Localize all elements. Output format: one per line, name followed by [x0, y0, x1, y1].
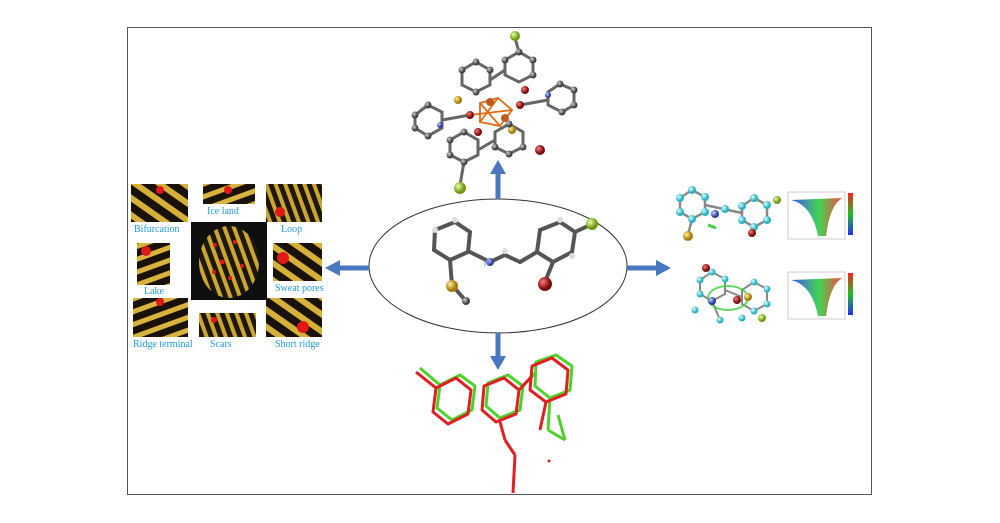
arrow-left-icon	[325, 260, 369, 276]
crystal-structure	[411, 31, 578, 194]
arrow-down-icon	[490, 333, 506, 370]
fingerprint-collage	[131, 184, 322, 337]
nitrogen-label: N	[484, 259, 490, 268]
hirshfeld-molecule-top	[676, 186, 781, 241]
hirshfeld-molecule-bottom	[691, 264, 771, 324]
fp-short-ridge	[266, 298, 322, 337]
structure-overlay	[415, 353, 574, 494]
label-short-ridge: Short ridge	[275, 339, 320, 350]
label-sweat-pores: Sweat pores	[275, 283, 324, 294]
label-loop: Loop	[281, 224, 303, 235]
arrow-right-icon	[627, 260, 671, 276]
fp-scars	[199, 313, 256, 337]
central-atoms	[432, 217, 598, 305]
fp-loop	[266, 184, 322, 222]
label-ice-land: Ice land	[207, 206, 239, 217]
label-bifurcation: Bifurcation	[134, 224, 180, 235]
central-ellipse	[368, 198, 628, 334]
nci-scatter-bottom	[787, 271, 853, 320]
label-lake: Lake	[144, 286, 164, 297]
nci-scatter-top	[787, 191, 853, 240]
arrow-up-icon	[490, 160, 506, 199]
figure-frame	[127, 27, 872, 495]
label-scars: Scars	[210, 339, 232, 350]
label-ridge-terminal: Ridge terminal	[133, 339, 193, 350]
fp-ice-land	[203, 184, 255, 204]
